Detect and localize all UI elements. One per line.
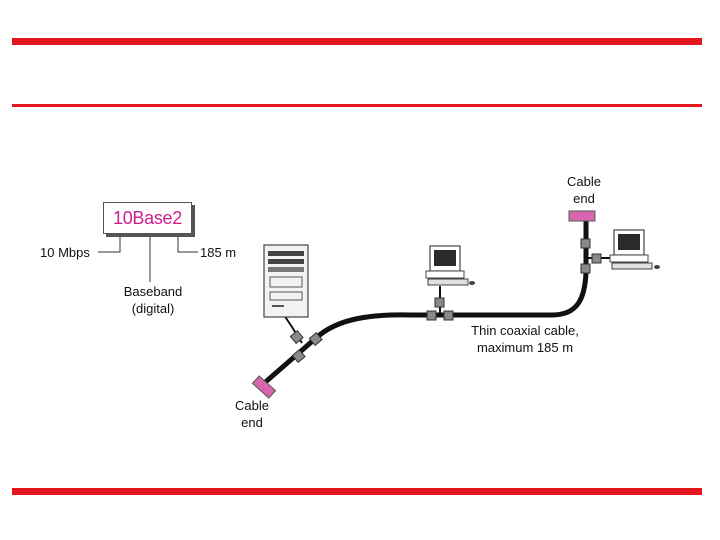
coax-cable-label: Thin coaxial cable, maximum 185 m	[452, 322, 598, 356]
rate-callout-line	[98, 228, 121, 253]
t-connector-icon	[580, 263, 591, 274]
t-connector-icon	[443, 310, 454, 321]
computer-icon	[425, 245, 475, 286]
cable-end-top-label: Cable end	[552, 173, 616, 207]
t-connector-icon	[291, 349, 306, 364]
length-label: 185 m	[200, 245, 237, 260]
connectors	[289, 238, 602, 364]
terminator-icon	[251, 375, 277, 399]
cable-end-top-line2: end	[573, 191, 595, 206]
cable-end-top-line1: Cable	[567, 174, 601, 189]
terminator-icon	[568, 210, 596, 222]
signal-label-line2: (digital)	[131, 301, 175, 316]
top-accent-bar	[12, 38, 702, 45]
rate-label: 10 Mbps	[40, 245, 90, 260]
coaxial-cable	[259, 217, 589, 388]
title-divider-bar	[12, 104, 702, 107]
cable-end-bottom-label: Cable end	[220, 397, 284, 431]
t-connector-icon	[426, 310, 437, 321]
length-callout-line	[177, 228, 198, 253]
server-icon	[263, 244, 309, 318]
t-connector-icon	[591, 253, 602, 264]
signal-label-line1: Baseband	[123, 284, 183, 299]
bottom-accent-bar	[12, 488, 702, 495]
standard-name: 10Base2	[113, 207, 182, 228]
computer-icon	[609, 229, 660, 270]
signal-label: Baseband (digital)	[112, 283, 194, 317]
standard-name-box: 10Base2	[103, 202, 192, 234]
callout-lines	[98, 228, 198, 282]
coax-cable-label-line1: Thin coaxial cable,	[471, 323, 579, 338]
cable-end-bottom-line2: end	[241, 415, 263, 430]
t-connector-icon	[580, 238, 591, 249]
t-connector-icon	[434, 297, 445, 308]
cable-end-bottom-line1: Cable	[235, 398, 269, 413]
coax-cable-label-line2: maximum 185 m	[476, 340, 574, 355]
t-connector-icon	[308, 332, 323, 347]
t-connector-icon	[289, 330, 304, 345]
